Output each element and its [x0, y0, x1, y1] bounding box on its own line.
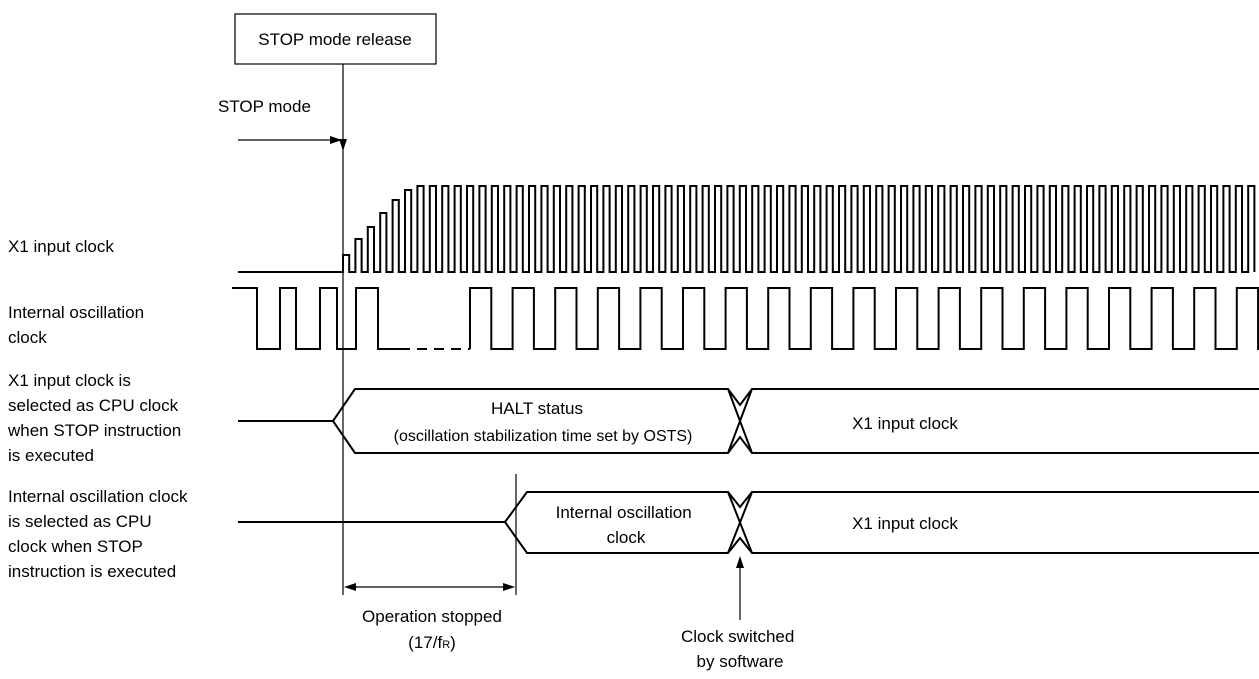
- stop-mode-label: STOP mode: [218, 97, 311, 116]
- cpu-internal-after-label: X1 input clock: [852, 514, 958, 533]
- cpu-x1-after-label: X1 input clock: [852, 414, 958, 433]
- halt-status-label: HALT status: [491, 399, 583, 418]
- cpu-internal-bus: [238, 474, 1259, 595]
- internal-osc-clock-label: Internal oscillation clock: [8, 303, 149, 347]
- clock-switched-label: Clock switched by software: [681, 627, 799, 671]
- operation-stopped-span: [344, 583, 515, 591]
- internal-osc-waveform-before: [232, 287, 400, 350]
- clock-switch-pointer: [736, 556, 744, 620]
- operation-stopped-label: Operation stopped: [362, 607, 502, 626]
- x1-input-clock-waveform: [238, 185, 1256, 273]
- internal-osc-waveform-after: [469, 287, 1259, 350]
- operation-stopped-duration: (17/fR): [408, 633, 456, 652]
- x1-input-clock-label: X1 input clock: [8, 237, 114, 256]
- cpu-internal-selected-label: Internal oscillation clock is selected a…: [8, 487, 192, 581]
- cpu-x1-bus: [238, 388, 1259, 454]
- cpu-internal-mid-label: Internal oscillation clock: [556, 503, 697, 547]
- stop-mode-release-marker: STOP mode release: [234, 13, 437, 595]
- stop-mode-release-label: STOP mode release: [258, 30, 411, 49]
- stop-mode-indicator: STOP mode: [218, 97, 342, 144]
- cpu-x1-selected-label: X1 input clock is selected as CPU clock …: [7, 371, 186, 465]
- halt-status-detail: (oscillation stabilization time set by O…: [394, 428, 693, 445]
